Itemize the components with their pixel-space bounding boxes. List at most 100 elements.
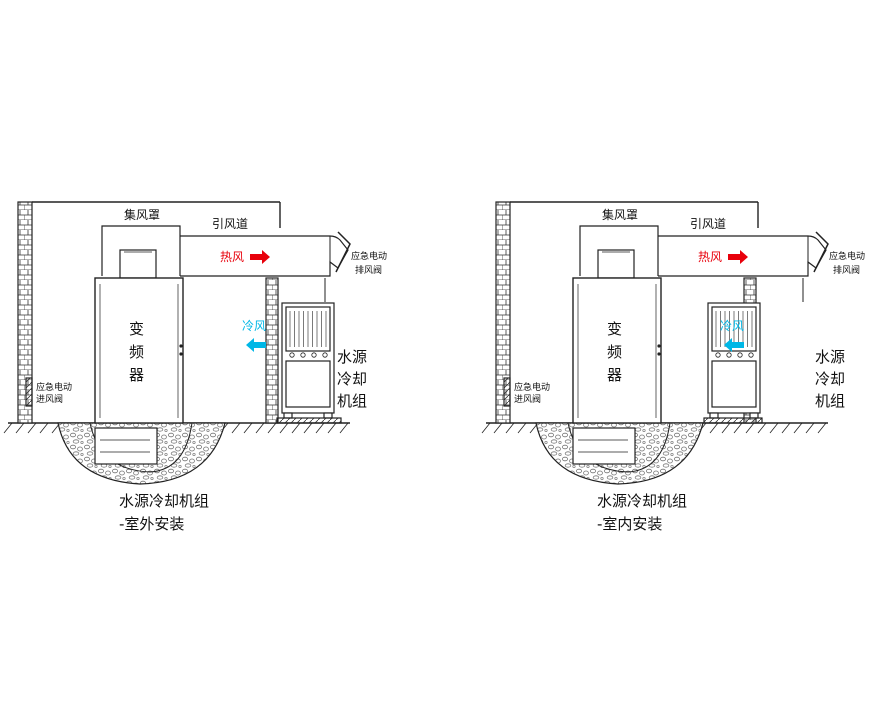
chiller-valve (322, 352, 328, 358)
ground-hatch (817, 422, 827, 434)
duct-label: 引风道 (690, 217, 726, 231)
ground-hatch (339, 422, 349, 434)
ground-hatch (327, 422, 337, 434)
chiller-valve (726, 352, 732, 358)
ground-hatch (231, 422, 241, 434)
chiller-label-line3: 机组 (337, 392, 367, 410)
caption-line1: 水源冷却机组 (119, 492, 209, 510)
intake-valve-label-line2: 进风阀 (514, 394, 541, 405)
cable-trench (572, 427, 636, 465)
exhaust-fan-box (597, 249, 635, 279)
ground-hatch (279, 422, 289, 434)
collector-label: 集风罩 (602, 207, 638, 222)
ground-hatch (709, 422, 719, 434)
cold-air-label: 冷风 (720, 319, 744, 333)
inverter-label-char1: 变 (129, 320, 144, 338)
left-brick-wall (17, 201, 33, 424)
ground-hatch (493, 422, 503, 434)
exhaust-valve-louver (335, 231, 351, 273)
chiller-upper-panel (711, 306, 757, 352)
ground-hatch (517, 422, 527, 434)
inverter-label-char2: 频 (607, 343, 622, 361)
chiller-valve (737, 352, 743, 358)
water-source-chiller (707, 302, 761, 419)
ground-hatch (481, 422, 491, 434)
chiller-valve (748, 352, 754, 358)
ground-hatch (303, 422, 313, 434)
ground-hatch (733, 422, 743, 434)
hot-air-arrow (250, 250, 270, 264)
ground-hatch (745, 422, 755, 434)
inverter-label-char2: 频 (129, 343, 144, 361)
caption-line2: -室外安装 (119, 515, 184, 533)
exhaust-duct (180, 235, 349, 277)
cable-trench (94, 427, 158, 465)
ground-hatch (721, 422, 731, 434)
inverter-label-char1: 变 (607, 320, 622, 338)
chiller-label-line2: 冷却 (337, 370, 367, 388)
hot-air-label: 热风 (698, 250, 722, 264)
intake-valve-label-line1: 应急电动 (514, 381, 550, 393)
caption-line2: -室内安装 (597, 515, 662, 533)
cold-air-label: 冷风 (242, 319, 266, 333)
intake-valve-label-line2: 进风阀 (36, 394, 63, 405)
inverter-cabinet (94, 277, 184, 424)
diagram-panel-2: 集风罩引风道热风冷风应急电动排风阀变频器水源冷却机组应急电动进风阀水源冷却机组-… (481, 201, 865, 533)
ground-hatch (3, 422, 13, 434)
hot-air-arrow (728, 250, 748, 264)
inverter-handle (657, 352, 661, 356)
collector-hood (579, 225, 659, 276)
chiller-label-line1: 水源 (337, 348, 367, 366)
ground-hatch (243, 422, 253, 434)
intake-valve (25, 377, 33, 407)
ground-hatch (793, 422, 803, 434)
chiller-foot (709, 412, 719, 419)
exhaust-fan-box (119, 249, 157, 279)
exhaust-valve-label-line2: 排风阀 (833, 264, 860, 276)
inverter-label-char3: 器 (607, 366, 622, 384)
inverter-handle (179, 352, 183, 356)
ground-hatch (315, 422, 325, 434)
collector-hood (101, 225, 181, 276)
ground-hatch (255, 422, 265, 434)
cold-air-arrow (724, 338, 744, 352)
left-brick-wall (495, 201, 511, 424)
intake-valve-label-line1: 应急电动 (36, 381, 72, 393)
chiller-valve (311, 352, 317, 358)
exhaust-valve-label-line1: 应急电动 (351, 250, 387, 262)
chiller-label-line3: 机组 (815, 392, 845, 410)
ground-hatch (781, 422, 791, 434)
chiller-upper-panel (285, 306, 331, 352)
chiller-lower-panel (711, 360, 757, 408)
chiller-valve (289, 352, 295, 358)
ground-hatch (757, 422, 767, 434)
ground-hatch (267, 422, 277, 434)
exhaust-valve-label-line2: 排风阀 (355, 264, 382, 276)
caption-line1: 水源冷却机组 (597, 492, 687, 510)
exhaust-valve-louver (813, 231, 829, 273)
exhaust-valve-label-line1: 应急电动 (829, 250, 865, 262)
diagram-panel-1: 集风罩引风道热风冷风应急电动排风阀变频器水源冷却机组应急电动进风阀水源冷却机组-… (3, 201, 387, 533)
chiller-foot (283, 412, 293, 419)
chiller-foot (323, 412, 333, 419)
chiller-base (276, 417, 342, 424)
chiller-valve (715, 352, 721, 358)
chiller-valve (300, 352, 306, 358)
ground-hatch (39, 422, 49, 434)
exhaust-duct (658, 235, 827, 277)
ground-hatch (805, 422, 815, 434)
inverter-label-char3: 器 (129, 366, 144, 384)
cold-air-arrow (246, 338, 266, 352)
intake-valve (503, 377, 511, 407)
chiller-foot (749, 412, 759, 419)
inverter-handle (657, 344, 661, 348)
chiller-base (703, 417, 763, 424)
collector-label: 集风罩 (124, 207, 160, 222)
hot-air-label: 热风 (220, 250, 244, 264)
inverter-cabinet (572, 277, 662, 424)
duct-label: 引风道 (212, 217, 248, 231)
ground-hatch (15, 422, 25, 434)
chiller-lower-panel (285, 360, 331, 408)
water-source-chiller (281, 302, 335, 419)
